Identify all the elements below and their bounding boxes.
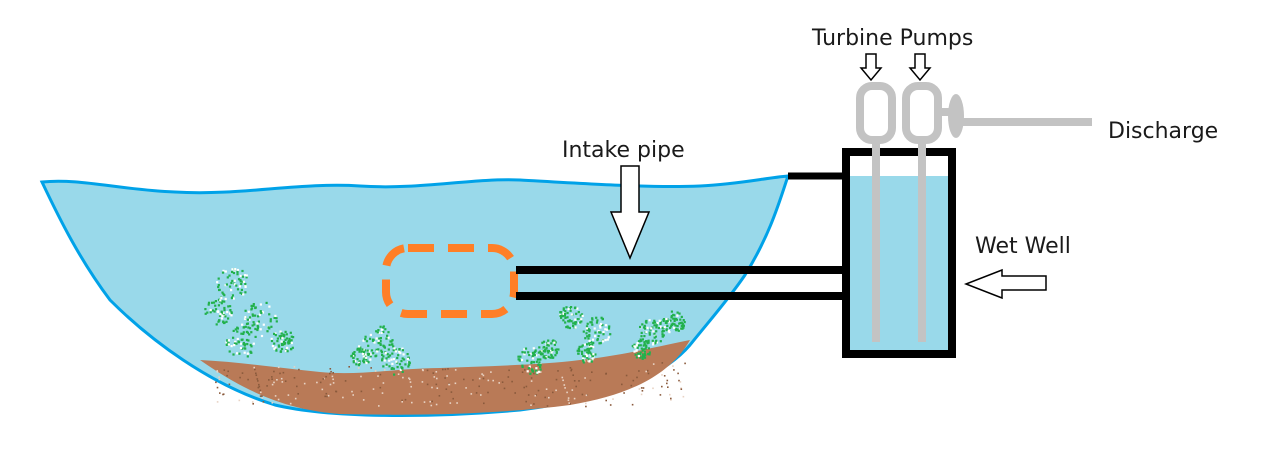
intake-screen (382, 244, 518, 318)
aquatic-vegetation (204, 268, 686, 376)
pump-head-1 (856, 82, 896, 144)
discharge-label: Discharge (1108, 119, 1219, 144)
wet-well-label: Wet Well (975, 234, 1071, 259)
pond-water (39, 174, 791, 417)
turbine-pump-arrow-2 (908, 53, 932, 82)
discharge-valve (948, 94, 964, 138)
wet-well-water (846, 176, 952, 352)
turbine-pumps-label: Turbine Pumps (812, 26, 974, 51)
turbine-pump-arrow-1 (859, 53, 883, 82)
pump-head-2 (902, 82, 942, 144)
intake-pipe-label: Intake pipe (562, 138, 685, 163)
sediment-speckle (215, 362, 686, 408)
wet-well-arrow (963, 268, 1047, 300)
intake-pipe-arrow (609, 165, 651, 260)
